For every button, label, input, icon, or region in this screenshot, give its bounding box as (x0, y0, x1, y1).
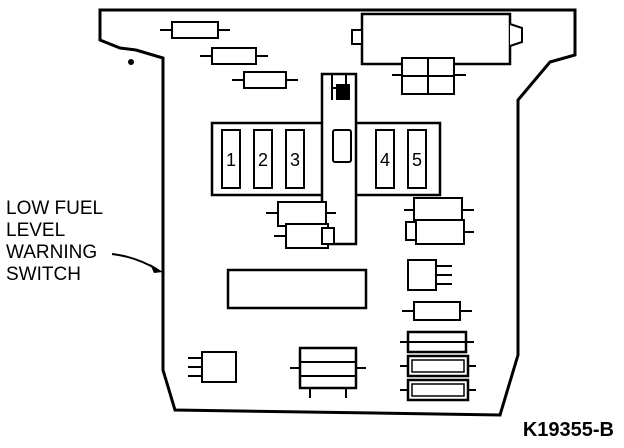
connector-slot-2: 2 (253, 129, 273, 189)
slot-label-1: 1 (226, 150, 236, 170)
callout-line-2: LEVEL (6, 220, 66, 241)
resistor-top-3 (232, 71, 298, 89)
capacitor-bottom-center (290, 346, 366, 398)
slot-label-2: 2 (258, 150, 268, 170)
resistor-top-1 (160, 21, 230, 39)
long-ic-chip (226, 268, 368, 310)
resistor-right-1 (402, 301, 472, 321)
connector-slot-3: 3 (285, 129, 305, 189)
low-fuel-switch-callout: LOW FUEL LEVEL WARNING SWITCH (6, 198, 103, 286)
callout-line-4: SWITCH (6, 264, 81, 285)
connector-slot-5: 5 (407, 129, 427, 189)
low-fuel-warning-switch (320, 72, 358, 246)
capacitor-right-1 (404, 197, 474, 223)
figure-id: K19355-B (522, 419, 614, 441)
slot-label-5: 5 (412, 150, 422, 170)
connector-slot-1: 1 (221, 129, 241, 189)
capacitor-right-3 (400, 330, 474, 354)
callout-leader-arrow (111, 253, 163, 273)
callout-line-1: LOW FUEL (6, 198, 104, 219)
capacitor-center-lower (274, 223, 335, 249)
connector-slot-4: 4 (375, 129, 395, 189)
resistor-top-2 (200, 47, 268, 65)
small-component-right (407, 259, 452, 291)
callout-line-3: WARNING (6, 242, 98, 263)
mount-hole (128, 59, 134, 65)
top-right-module (351, 12, 523, 66)
slot-label-3: 3 (290, 150, 300, 170)
capacitor-right-5 (400, 378, 476, 402)
slot-label-4: 4 (380, 150, 390, 170)
capacitor-right-4 (400, 354, 476, 378)
capacitor-top-right (392, 57, 466, 95)
transistor-bottom-left (188, 351, 237, 383)
capacitor-right-2 (405, 219, 474, 245)
